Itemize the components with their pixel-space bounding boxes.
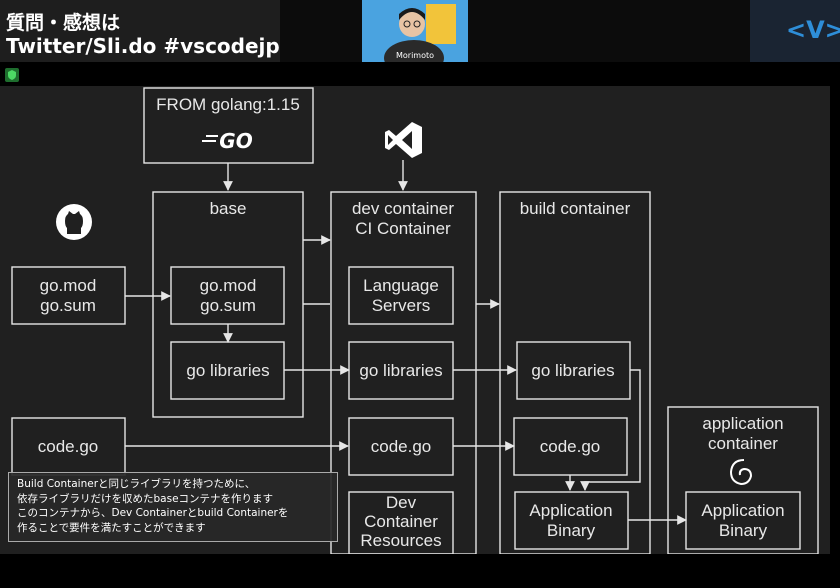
speaker-avatar bbox=[362, 0, 468, 62]
caption-line-4: 作ることで要件を満たすことができます bbox=[17, 521, 206, 534]
base-gosum-label: go.sum bbox=[200, 296, 256, 315]
slide-caption: Build Containerと同じライブラリを持つために、 依存ライブラリだけ… bbox=[8, 472, 338, 542]
vscode-meetup-logo bbox=[750, 0, 840, 62]
base-go-libraries-label: go libraries bbox=[186, 361, 269, 380]
build-container-box bbox=[499, 191, 651, 554]
caption-line-3: このコンテナから、Dev Containerとbuild Containerを bbox=[17, 507, 289, 519]
dev-code-go-label: code.go bbox=[371, 437, 432, 456]
debian-icon bbox=[729, 459, 753, 486]
dev-resources-label-3: Resources bbox=[360, 531, 441, 550]
dev-title-2: CI Container bbox=[355, 219, 451, 238]
shield-icon bbox=[5, 68, 19, 82]
architecture-diagram: FROM golang:1.15 GO base go.mod go.sum g… bbox=[11, 87, 819, 554]
app-title-2: container bbox=[708, 434, 778, 453]
speaker-camera: Morimoto bbox=[362, 0, 468, 62]
dev-resources-box bbox=[348, 491, 454, 554]
gomod-source-label: go.mod bbox=[40, 276, 97, 295]
vscode-icon bbox=[385, 122, 422, 158]
app-binary-label-2: Binary bbox=[719, 521, 768, 540]
dev-container-box bbox=[330, 191, 477, 554]
dev-title-1: dev container bbox=[352, 199, 454, 218]
from-golang-label: FROM golang:1.15 bbox=[156, 95, 300, 114]
go-logo-text: GO bbox=[219, 129, 252, 153]
build-app-binary-label-1: Application bbox=[529, 501, 612, 520]
logo-text: <V> bbox=[786, 16, 840, 44]
build-go-libraries-label: go libraries bbox=[531, 361, 614, 380]
base-gomod-label: go.mod bbox=[200, 276, 257, 295]
app-title-1: application bbox=[702, 414, 783, 433]
app-binary-label-1: Application bbox=[701, 501, 784, 520]
build-app-binary-label-2: Binary bbox=[547, 521, 596, 540]
dev-go-libraries-label: go libraries bbox=[359, 361, 442, 380]
application-container-box bbox=[667, 406, 819, 554]
build-title: build container bbox=[520, 199, 631, 218]
banner-line-2: Twitter/Sli.do #vscodejp bbox=[6, 34, 280, 58]
banner-line-1: 質問・感想は bbox=[6, 12, 121, 34]
code-go-source-label: code.go bbox=[38, 437, 99, 456]
dev-resources-label-1: Dev bbox=[386, 493, 417, 512]
top-bar: 質問・感想は Twitter/Sli.do #vscodejp Morimoto… bbox=[0, 0, 840, 62]
arrow-libs-to-binary bbox=[580, 369, 641, 491]
speaker-name: Morimoto bbox=[395, 51, 435, 60]
bottom-bar bbox=[0, 554, 840, 588]
caption-line-1: Build Containerと同じライブラリを持つために、 bbox=[17, 478, 256, 490]
language-servers-label-1: Language bbox=[363, 276, 439, 295]
base-title: base bbox=[210, 199, 247, 218]
build-code-go-label: code.go bbox=[540, 437, 601, 456]
golang-logo-icon: GO bbox=[202, 129, 253, 153]
language-servers-label-2: Servers bbox=[372, 296, 431, 315]
dev-resources-label-2: Container bbox=[364, 512, 438, 531]
caption-line-2: 依存ライブラリだけを収めたbaseコンテナを作ります bbox=[17, 492, 274, 505]
gosum-source-label: go.sum bbox=[40, 296, 96, 315]
github-icon bbox=[56, 204, 92, 240]
language-servers-box bbox=[348, 266, 454, 325]
stream-banner: 質問・感想は Twitter/Sli.do #vscodejp bbox=[0, 0, 280, 62]
app-binary-box bbox=[685, 491, 801, 550]
